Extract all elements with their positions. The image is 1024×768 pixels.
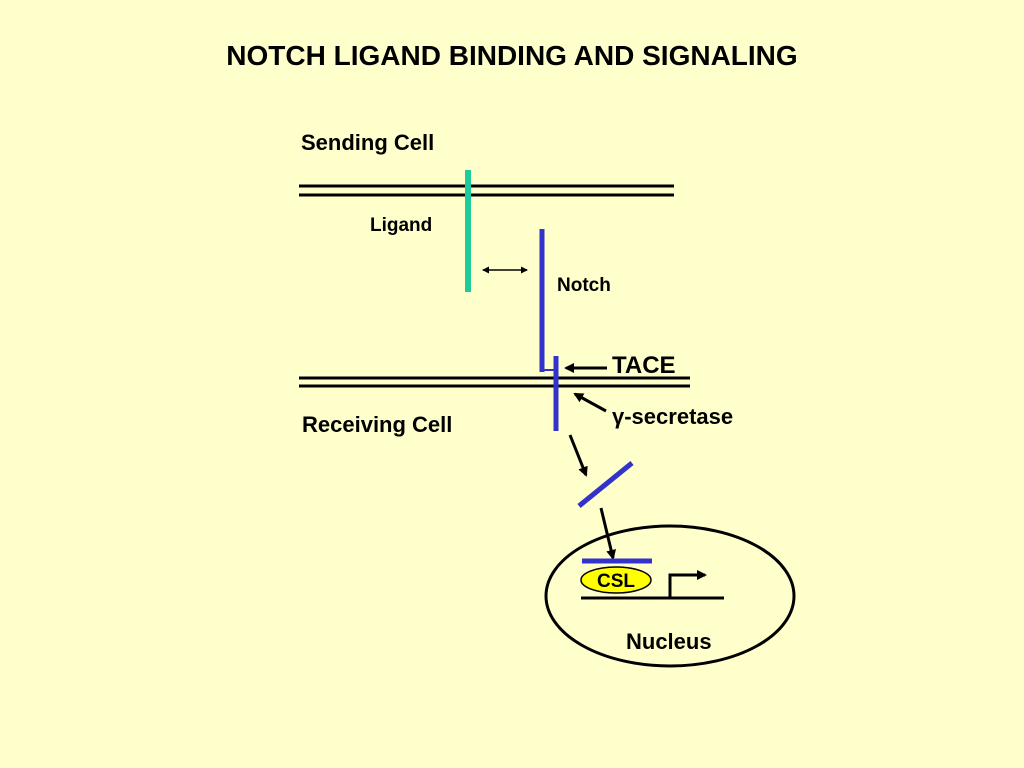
nucleus-label: Nucleus — [626, 629, 712, 654]
gamma-secretase-arrow — [573, 392, 607, 413]
nucleus-outline — [544, 524, 796, 668]
transcription-start-arrow — [668, 570, 707, 598]
release-arrow — [568, 434, 588, 477]
receiving-cell-label: Receiving Cell — [302, 412, 453, 437]
csl-label: CSL — [597, 571, 635, 592]
gamma-secretase-label: γ-secretase — [612, 404, 734, 429]
receiving-cell-membrane — [299, 376, 690, 388]
sending-cell-label: Sending Cell — [301, 130, 435, 155]
ligand-label: Ligand — [370, 215, 433, 236]
nuclear-entry-arrow — [599, 507, 616, 560]
sending-cell-membrane — [299, 184, 674, 197]
notch-intracellular-fragment — [577, 461, 634, 508]
tace-label: TACE — [612, 352, 676, 379]
csl-oval — [580, 566, 652, 594]
slide-title: NOTCH LIGAND BINDING AND SIGNALING — [226, 40, 798, 71]
notch-label: Notch — [557, 275, 611, 296]
